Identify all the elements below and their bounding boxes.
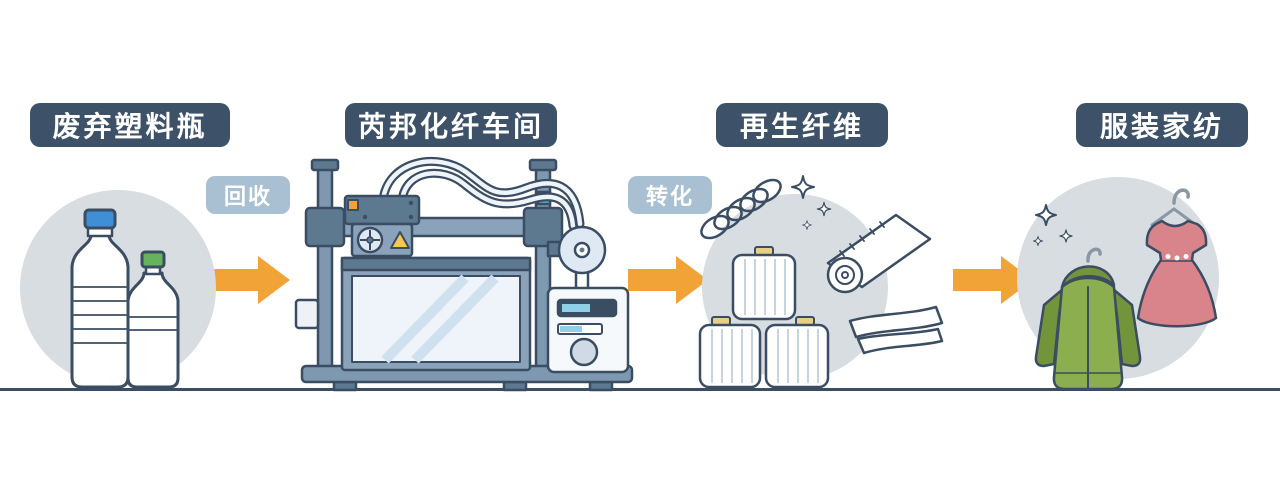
flow-arrow-1-icon: [210, 256, 290, 304]
print-head: [343, 194, 421, 271]
hanger-hook-icon: [1086, 247, 1102, 263]
flow-arrow-3-icon: [953, 256, 1033, 304]
fabric-roll-icon: [826, 213, 932, 294]
connector-label-transform: 转化: [628, 176, 712, 214]
fiber-spinning-machine-icon: [294, 156, 634, 392]
hood: [1060, 265, 1116, 289]
yarn-spool-bottom-right-icon: [764, 316, 830, 389]
fabric-sheets-icon: [848, 305, 944, 355]
machine-tubes: [378, 156, 585, 231]
jacket-icon: [1034, 247, 1142, 391]
warning-triangle-icon: [390, 231, 410, 249]
hanger-hook-icon: [1172, 188, 1190, 205]
sparkles-icon: [1033, 204, 1073, 246]
arrow-shape: [953, 256, 1033, 304]
arrow-shape: [210, 256, 290, 304]
yarn-spool-top-icon: [731, 246, 797, 321]
build-chamber: [340, 256, 532, 372]
stage-label-apparel-textiles: 服装家纺: [1076, 103, 1248, 147]
stage-label-fiber-workshop: 芮邦化纤车间: [345, 103, 557, 147]
control-console: [546, 286, 630, 374]
stage-label-waste-plastic-bottles: 废弃塑料瓶: [30, 103, 230, 147]
plastic-bottles-icon: [20, 190, 216, 389]
fiber-coil-icon: [700, 178, 782, 240]
sparkles-icon: [791, 175, 832, 230]
arrow-shape: [628, 256, 708, 304]
large-bottle-icon: [70, 208, 130, 389]
jacket-and-dress-icon: [1017, 177, 1219, 391]
stage-label-recycled-fiber: 再生纤维: [716, 103, 888, 147]
yarn-spool-bottom-left-icon: [698, 316, 762, 389]
connector-label-recycle: 回收: [206, 176, 290, 214]
ground-line: [0, 388, 1280, 391]
dress-icon: [1136, 188, 1218, 328]
flow-arrow-2-icon: [628, 256, 708, 304]
control-knob: [569, 337, 599, 367]
small-bottle-icon: [126, 250, 180, 389]
yarn-spools-and-fabric-icon: [698, 175, 944, 389]
spool-wheel: [546, 225, 607, 289]
